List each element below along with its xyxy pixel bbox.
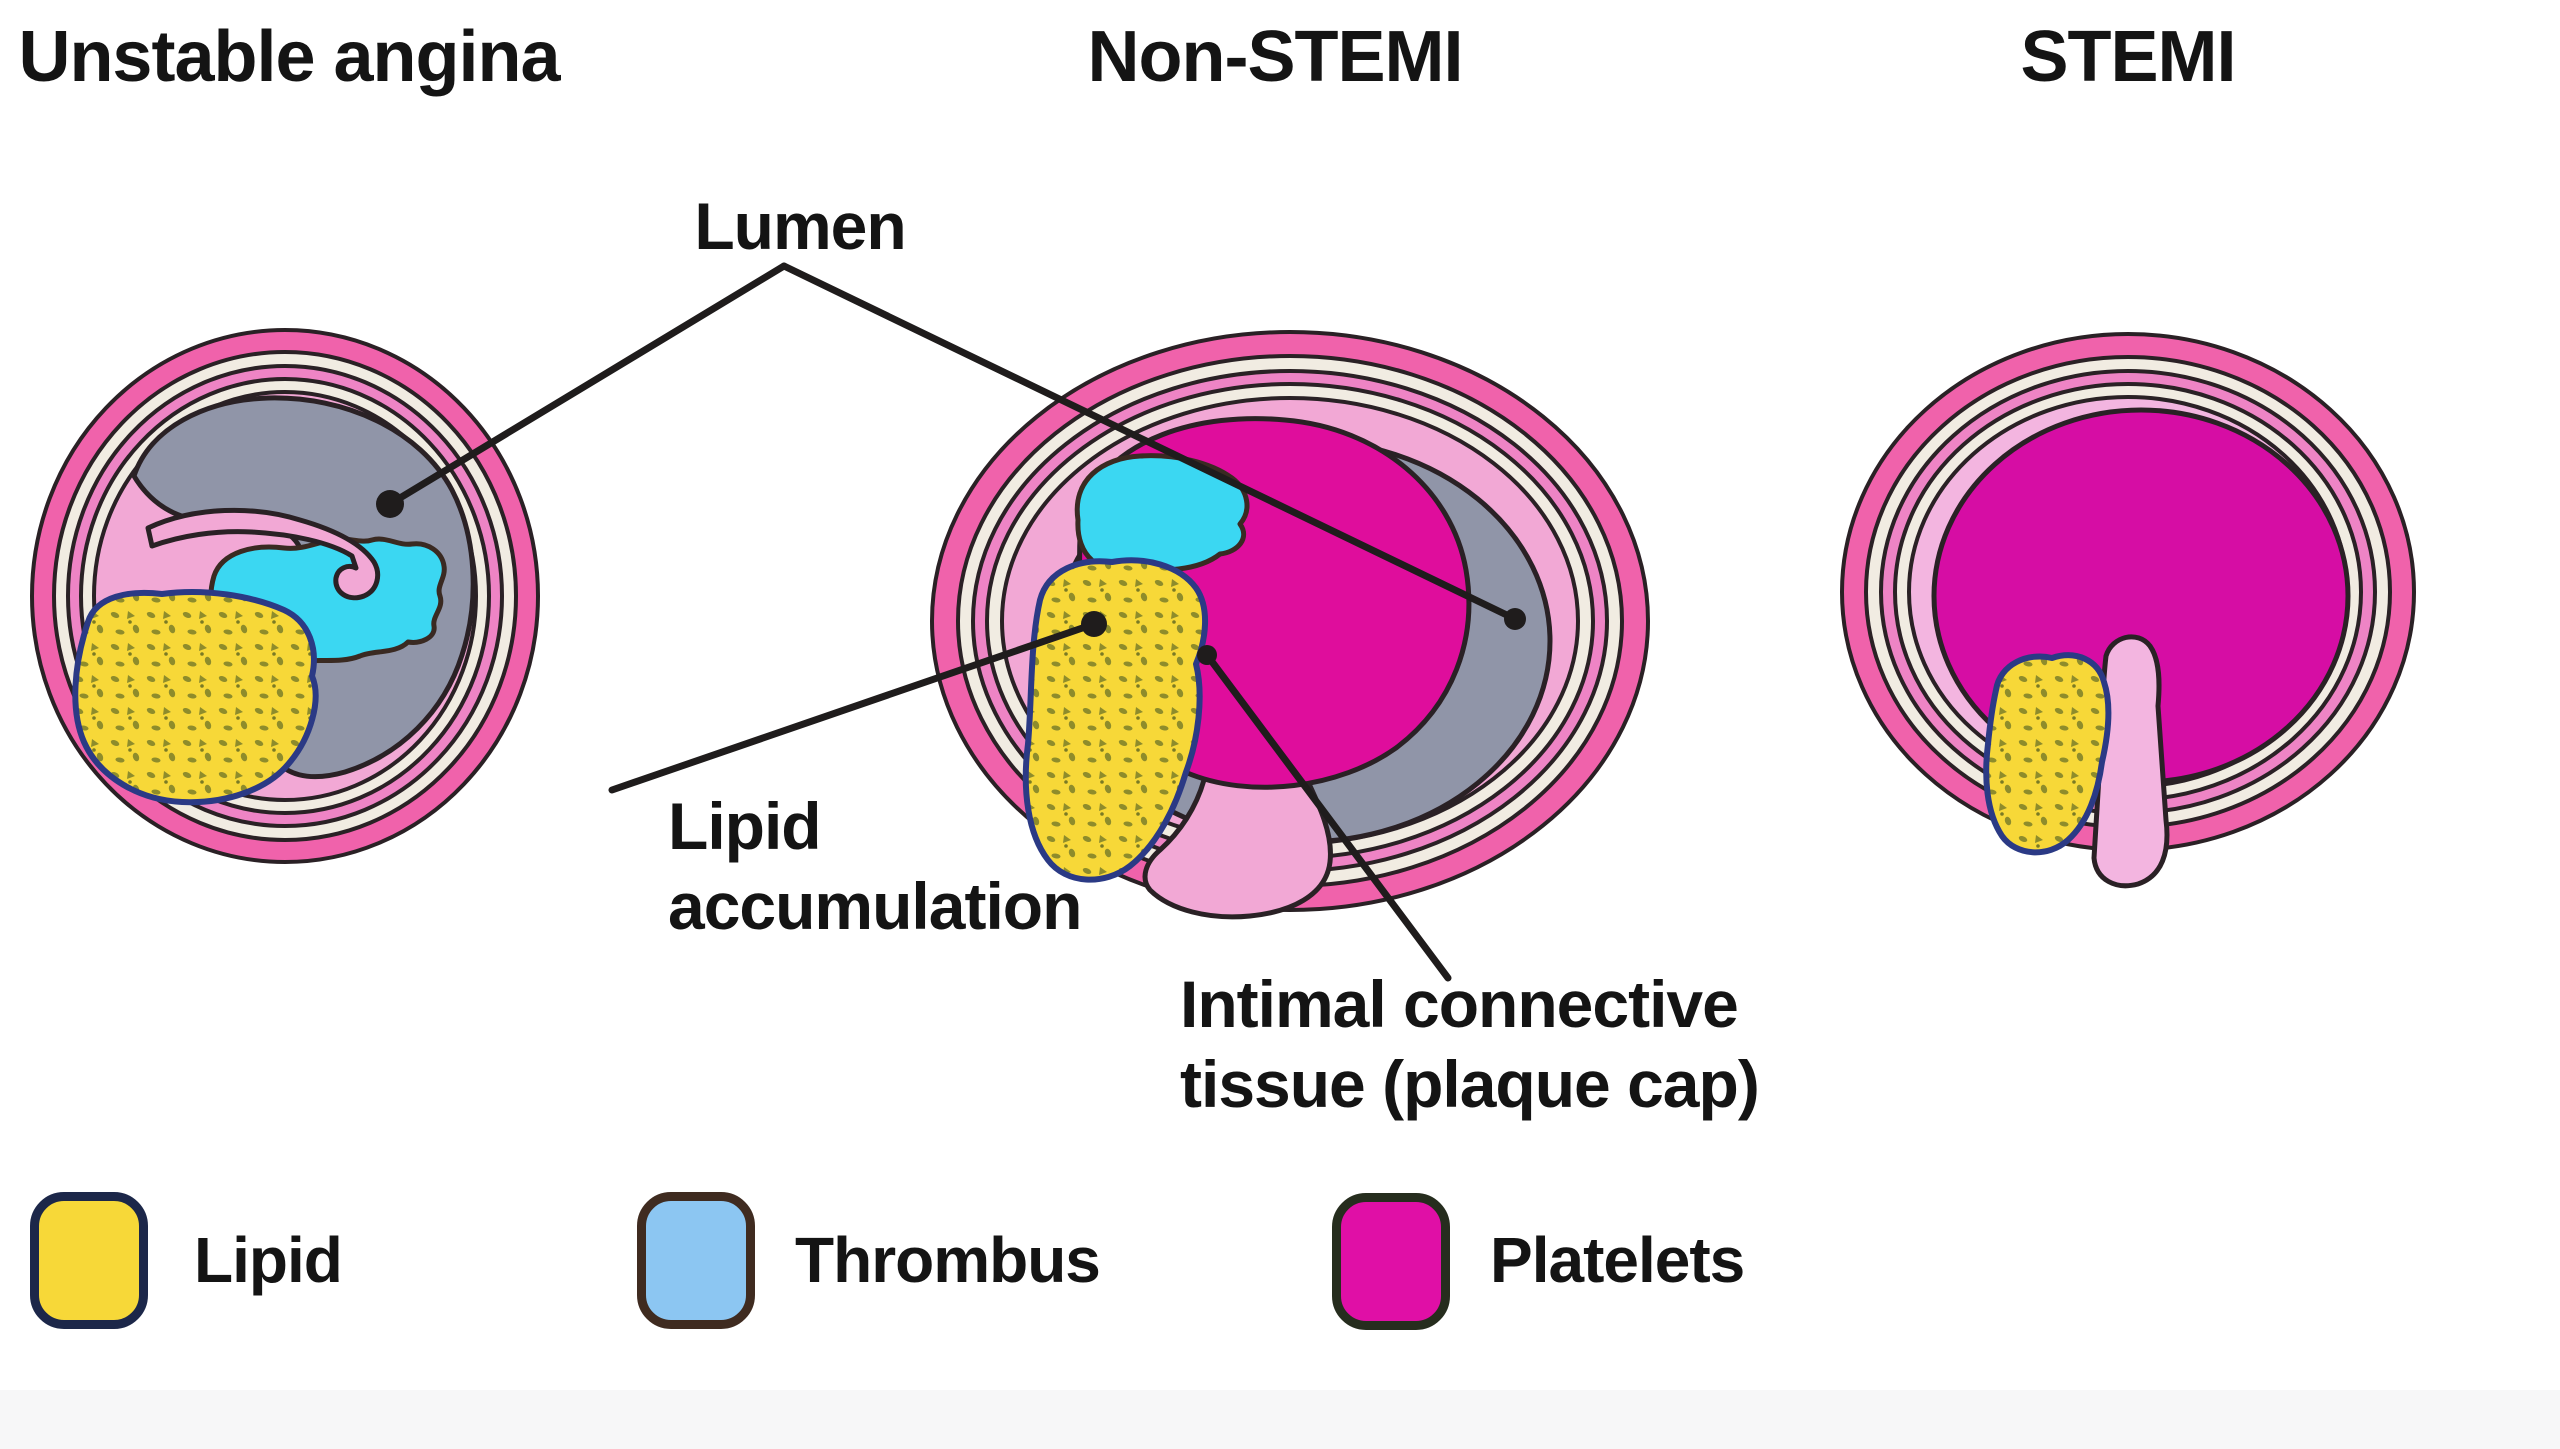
lipid-dot [1081,611,1107,637]
legend-label-platelets: Platelets [1490,1224,1745,1296]
plaque-cap-leader [1203,651,1452,982]
plaque-cap-hook [145,507,381,601]
lumen-dot-right [1504,608,1526,630]
lipid-leader [608,620,1098,794]
legend-swatch-platelets [1332,1193,1450,1330]
title-unstable-angina: Unstable angina [18,17,560,97]
title-non-stemi: Non-STEMI [1087,17,1464,97]
label-lipid-accumulation: Lipid accumulation [668,789,1082,943]
lipid-blob [72,589,319,806]
lipid-blob [1983,652,2112,856]
legend-label-lipid: Lipid [194,1224,343,1296]
plaque-cap-dot [1197,645,1217,665]
legend-swatch-thrombus [637,1192,755,1329]
legend-swatch-lipid [30,1192,148,1329]
title-stemi: STEMI [2020,17,2236,97]
artery-non-stemi [930,330,1650,920]
legend-label-thrombus: Thrombus [795,1224,1101,1296]
lumen-leader-left [386,262,788,508]
label-plaque-cap: Intimal connective tissue (plaque cap) [1180,967,1760,1121]
thrombus-blob [1074,453,1250,573]
bottom-strip [0,1390,2560,1449]
leader-lines [376,262,1526,982]
label-lumen: Lumen [694,189,906,263]
lumen-dot-left [376,490,404,518]
artery-stemi [1840,332,2416,889]
lipid-blob [1022,557,1208,883]
lumen-leader-right [780,262,1519,623]
artery-unstable-angina [30,328,540,864]
